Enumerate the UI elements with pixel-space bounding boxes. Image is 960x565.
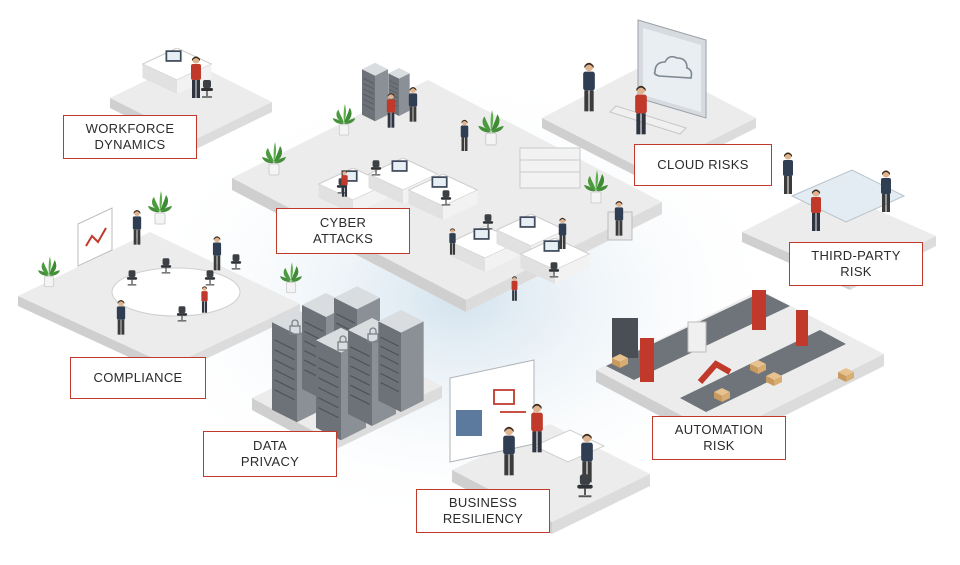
- label-line: RISK: [840, 264, 872, 279]
- label-line: RISK: [703, 438, 735, 453]
- label-line: CLOUD RISKS: [657, 157, 749, 172]
- data-privacy-label[interactable]: DATA PRIVACY: [203, 431, 337, 477]
- cyber-attacks-label[interactable]: CYBER ATTACKS: [276, 208, 410, 254]
- cloud-risks-label[interactable]: CLOUD RISKS: [634, 144, 772, 186]
- label-line: DATA: [253, 438, 287, 453]
- label-line: PRIVACY: [240, 454, 300, 469]
- label-line: RESILIENCY: [442, 511, 524, 526]
- cloud-icon: [653, 55, 693, 79]
- business-resiliency-label[interactable]: BUSINESS RESILIENCY: [416, 489, 550, 533]
- label-line: THIRD-PARTY: [811, 248, 901, 263]
- label-line: BUSINESS: [448, 495, 518, 510]
- label-line: CYBER: [319, 215, 367, 230]
- label-line: WORKFORCE: [85, 121, 175, 136]
- third-party-risk-label[interactable]: THIRD-PARTY RISK: [789, 242, 923, 286]
- padlock-icon: [289, 319, 379, 351]
- label-line: COMPLIANCE: [93, 370, 183, 385]
- workforce-dynamics-label[interactable]: WORKFORCE DYNAMICS: [63, 115, 197, 159]
- automation-risk-label[interactable]: AUTOMATION RISK: [652, 416, 786, 460]
- compliance-label[interactable]: COMPLIANCE: [70, 357, 206, 399]
- label-line: ATTACKS: [312, 231, 374, 246]
- label-line: AUTOMATION: [674, 422, 764, 437]
- label-line: DYNAMICS: [94, 137, 166, 152]
